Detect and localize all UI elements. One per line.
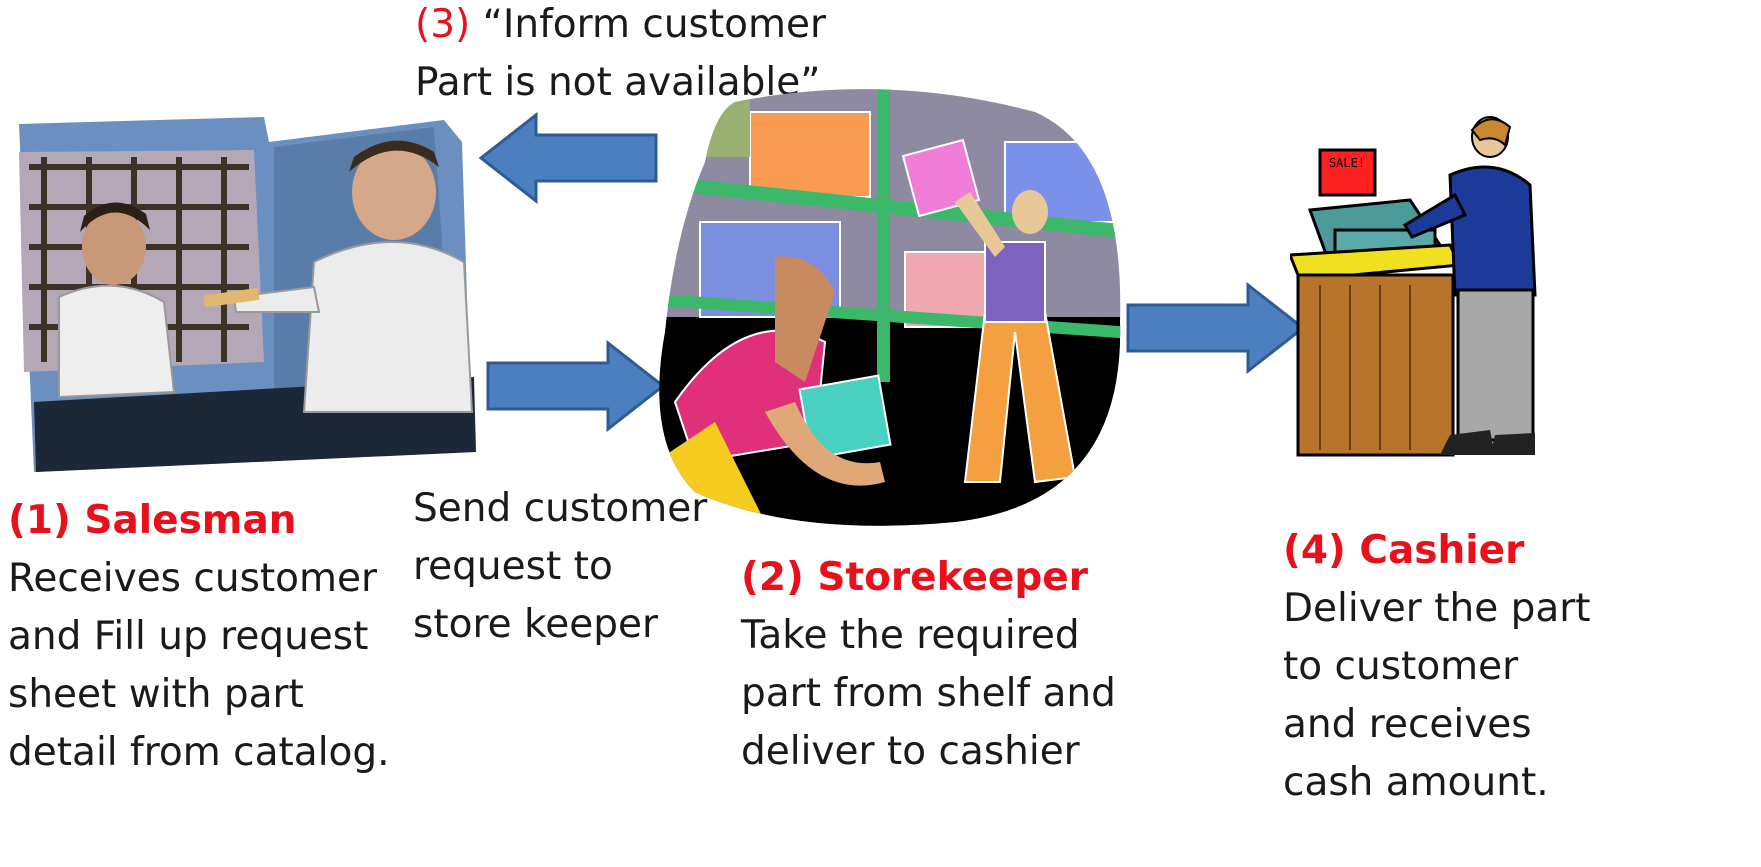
send-request-block: Send customer request to store keeper: [413, 480, 707, 654]
cashier-illustration: SALE!: [1290, 116, 1537, 457]
arrow-left-inform: [478, 112, 658, 204]
storekeeper-heading: (2) Storekeeper: [741, 555, 1088, 600]
send-request-line: Send customer: [413, 486, 708, 531]
storekeeper-line: Take the required: [741, 613, 1080, 658]
cashier-line: Deliver the part: [1283, 586, 1591, 631]
send-request-line: request to: [413, 544, 613, 589]
salesman-line: sheet with part: [8, 672, 304, 717]
salesman-heading: (1) Salesman: [8, 498, 297, 543]
salesman-illustration: [19, 117, 476, 472]
storekeeper-illustration: [659, 89, 1121, 526]
salesman-line: detail from catalog.: [8, 730, 390, 775]
arrow-right-deliver: [1126, 282, 1306, 374]
cashier-block: (4) Cashier Deliver the part to customer…: [1283, 522, 1591, 812]
salesman-line: Receives customer: [8, 556, 378, 601]
cashier-line: and receives: [1283, 702, 1532, 747]
cashier-line: to customer: [1283, 644, 1519, 689]
step3-number: (3): [415, 2, 471, 47]
sale-sign-text: SALE!: [1329, 156, 1365, 170]
arrow-right-send-request: [486, 340, 666, 432]
salesman-block: (1) Salesman Receives customer and Fill …: [8, 492, 390, 782]
step3-text-line2: Part is not available”: [415, 60, 821, 105]
cashier-heading: (4) Cashier: [1283, 528, 1525, 573]
send-request-line: store keeper: [413, 602, 659, 647]
storekeeper-block: (2) Storekeeper Take the required part f…: [741, 549, 1116, 781]
storekeeper-line: deliver to cashier: [741, 729, 1080, 774]
step3-text-line1: “Inform customer: [470, 2, 827, 47]
step3-label: (3) “Inform customer Part is not availab…: [415, 0, 826, 112]
storekeeper-line: part from shelf and: [741, 671, 1116, 716]
salesman-line: and Fill up request: [8, 614, 369, 659]
cashier-line: cash amount.: [1283, 760, 1549, 805]
